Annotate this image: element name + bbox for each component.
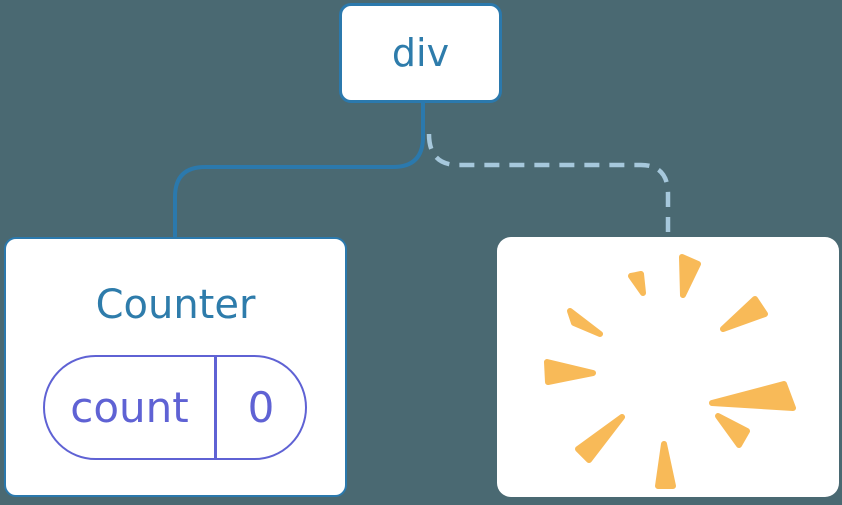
edge-div-to-counter (173, 99, 425, 238)
node-counter: Counter count 0 (4, 237, 347, 497)
state-name-label: count (70, 383, 189, 432)
node-div: div (339, 3, 502, 103)
poof-icon (544, 254, 796, 489)
state-pill-divider (214, 357, 217, 458)
state-value-label: 0 (247, 383, 275, 432)
edge-div-to-removed (426, 133, 671, 236)
state-pill: count 0 (43, 355, 307, 460)
counter-title: Counter (95, 282, 256, 328)
node-removed (497, 237, 839, 497)
node-div-label: div (391, 31, 450, 75)
